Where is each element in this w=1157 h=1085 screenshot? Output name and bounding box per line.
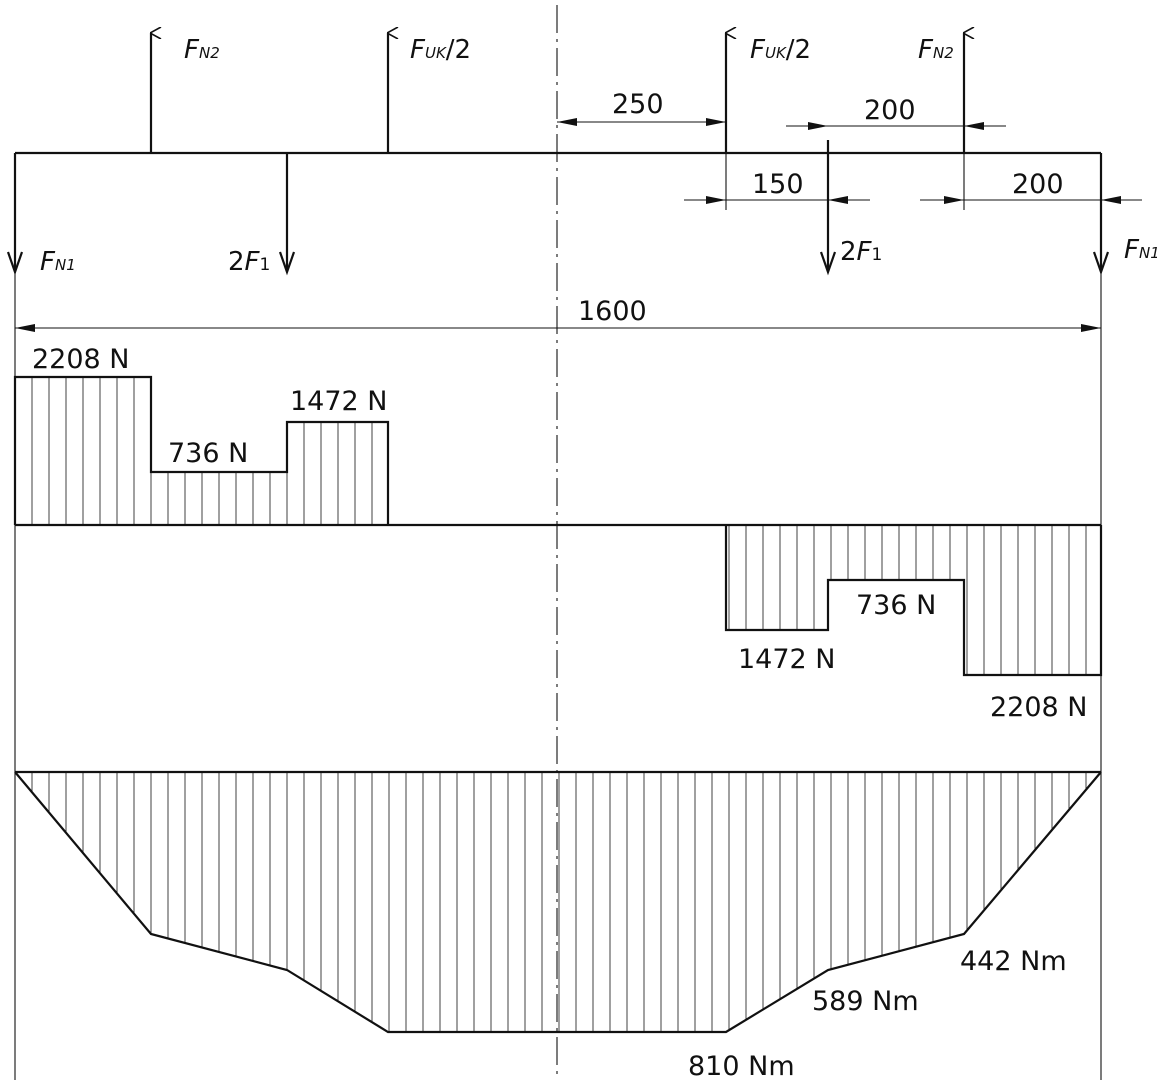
down-force-arrows [278, 140, 837, 276]
dim-200-top-label: 200 [864, 95, 916, 126]
shear-pos-1472: 1472 N [290, 386, 388, 417]
moment-810: 810 Nm [688, 1051, 795, 1082]
2f1-label-left: 2F1 [228, 247, 270, 277]
fuk-label-right: FUK/2 [750, 35, 811, 65]
dimension-150 [684, 153, 870, 210]
moment-589: 589 Nm [812, 986, 919, 1017]
shear-neg-2208: 2208 N [990, 692, 1088, 723]
fn2-label-left: FN2 [184, 35, 220, 65]
dim-200-bottom-label: 200 [1012, 169, 1064, 200]
dimension-200-bottom [920, 153, 1142, 210]
moment-diagram [14, 770, 1102, 1034]
fuk-label-left: FUK/2 [410, 35, 471, 65]
shear-neg-1472: 1472 N [738, 644, 836, 675]
fn2-label-right: FN2 [918, 35, 954, 65]
dim-250-label: 250 [612, 89, 664, 120]
moment-442: 442 Nm [960, 946, 1067, 977]
dim-1600-label: 1600 [578, 296, 647, 327]
beam [6, 151, 1110, 276]
shear-neg-736: 736 N [856, 590, 936, 621]
up-force-arrows [149, 33, 964, 153]
fn1-label-left: FN1 [40, 247, 76, 277]
shear-diagram [13, 375, 1103, 677]
shear-pos-2208: 2208 N [32, 344, 130, 375]
fn1-label-right: FN1 [1124, 235, 1157, 265]
2f1-label-right: 2F1 [840, 237, 882, 267]
dim-150-label: 150 [752, 169, 804, 200]
shear-pos-736: 736 N [168, 438, 248, 469]
